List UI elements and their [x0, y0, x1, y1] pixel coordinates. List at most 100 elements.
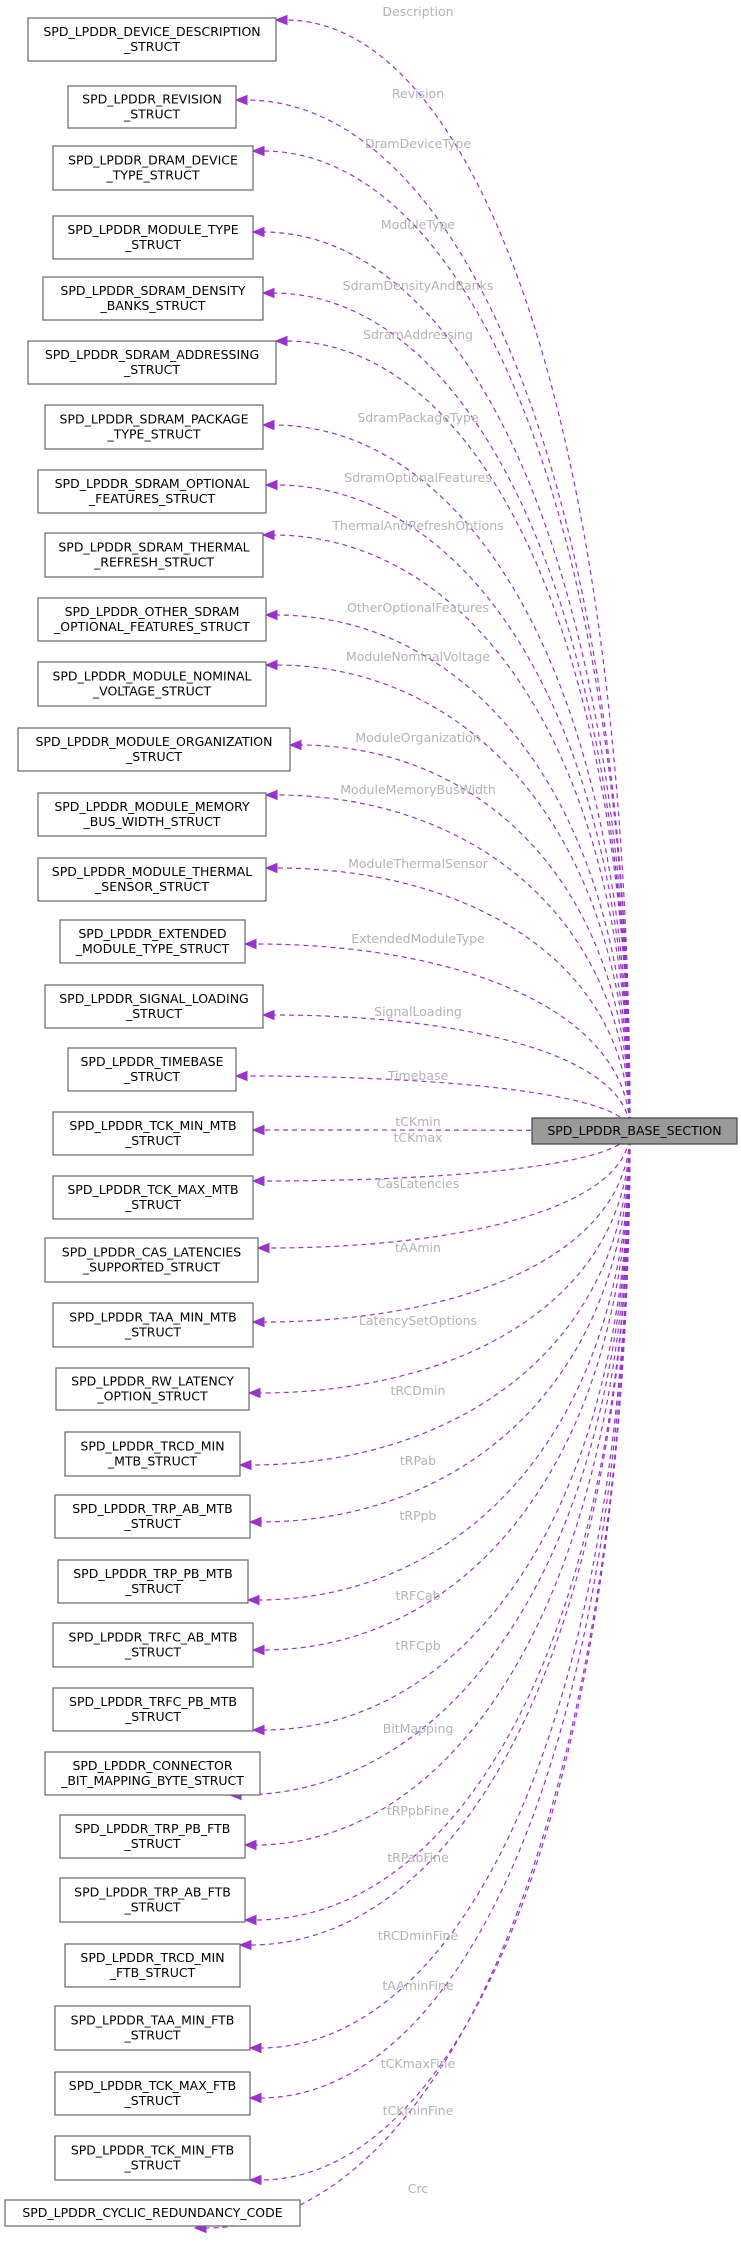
struct-node[interactable]: SPD_LPDDR_OTHER_SDRAM_OPTIONAL_FEATURES_…	[37, 597, 267, 642]
struct-node[interactable]: SPD_LPDDR_TAA_MIN_MTB_STRUCT	[52, 1302, 254, 1348]
node-label: SPD_LPDDR_TRP_AB_MTB	[72, 1501, 233, 1516]
node-label: SPD_LPDDR_TRFC_AB_MTB	[69, 1630, 238, 1645]
struct-node[interactable]: SPD_LPDDR_TRCD_MIN_FTB_STRUCT	[64, 1943, 241, 1988]
node-label: _SUPPORTED_STRUCT	[82, 1260, 221, 1275]
struct-node[interactable]: SPD_LPDDR_TIMEBASE_STRUCT	[67, 1047, 237, 1092]
struct-node[interactable]: SPD_LPDDR_MODULE_THERMAL_SENSOR_STRUCT	[37, 857, 267, 902]
node-label: _STRUCT	[124, 1709, 181, 1724]
node-label: _FTB_STRUCT	[109, 1965, 196, 1980]
node-label: SPD_LPDDR_CONNECTOR	[72, 1758, 232, 1773]
node-label: _STRUCT	[125, 1006, 182, 1021]
node-label: _STRUCT	[123, 2158, 180, 2173]
struct-node[interactable]: SPD_LPDDR_TCK_MIN_FTB_STRUCT	[54, 2135, 251, 2181]
struct-node[interactable]: SPD_LPDDR_MODULE_MEMORY_BUS_WIDTH_STRUCT	[37, 792, 267, 837]
edge-line	[275, 484, 631, 1132]
arrow-head	[264, 862, 278, 874]
edge-label: ModuleMemoryBusWidth	[340, 782, 496, 797]
struct-node[interactable]: SPD_LPDDR_REVISION_STRUCT	[67, 85, 237, 129]
struct-node[interactable]: SPD_LPDDR_SDRAM_PACKAGE_TYPE_STRUCT	[44, 404, 264, 450]
edge-line	[259, 1130, 631, 2181]
node-label: SPD_LPDDR_TCK_MIN_FTB	[71, 2143, 234, 2158]
struct-node[interactable]: SPD_LPDDR_EXTENDED_MODULE_TYPE_STRUCT	[59, 919, 246, 964]
struct-node[interactable]: SPD_LPDDR_TRP_AB_MTB_STRUCT	[54, 1494, 251, 1539]
node-box	[37, 857, 267, 902]
node-label: SPD_LPDDR_TCK_MAX_FTB	[69, 2078, 236, 2093]
edge-label: tRFCpb	[395, 1638, 440, 1653]
struct-node[interactable]: SPD_LPDDR_TCK_MIN_MTB_STRUCT	[52, 1111, 254, 1156]
node-box	[42, 276, 264, 321]
edge-label: tCKmaxFine	[381, 2056, 456, 2071]
arrow-head	[248, 2042, 262, 2054]
edge-line	[262, 1130, 631, 1731]
node-label: _OPTION_STRUCT	[96, 1389, 208, 1404]
arrow-head	[246, 1594, 260, 1606]
struct-node[interactable]: SPD_LPDDR_SDRAM_DENSITY_BANKS_STRUCT	[42, 276, 264, 321]
struct-node[interactable]: SPD_LPDDR_TRFC_AB_MTB_STRUCT	[52, 1622, 254, 1668]
node-label: _STRUCT	[124, 1133, 181, 1148]
node-box	[59, 1877, 246, 1923]
edge-label: tRPab	[400, 1453, 436, 1468]
arrow-head	[264, 789, 278, 801]
edge-label: ThermalAndRefreshOptions	[331, 518, 503, 533]
struct-node[interactable]: SPD_LPDDR_TRP_PB_FTB_STRUCT	[59, 1814, 246, 1859]
edge-line	[249, 1130, 631, 1946]
edge-line	[262, 1130, 631, 1182]
arrow-head	[243, 1839, 257, 1851]
edge-line	[254, 1130, 631, 1846]
node-label: SPD_LPDDR_TRCD_MIN	[80, 1439, 224, 1454]
struct-node[interactable]: SPD_LPDDR_TAA_MIN_FTB_STRUCT	[54, 2005, 251, 2051]
node-label: SPD_LPDDR_TCK_MIN_MTB	[69, 1118, 236, 1133]
struct-node[interactable]: SPD_LPDDR_RW_LATENCY_OPTION_STRUCT	[55, 1367, 250, 1411]
edge-label: tCKmin	[395, 1114, 440, 1129]
node-box	[57, 1559, 249, 1604]
struct-node[interactable]: SPD_LPDDR_MODULE_NOMINAL_VOLTAGE_STRUCT	[37, 661, 267, 707]
struct-node[interactable]: SPD_LPDDR_TRCD_MIN_MTB_STRUCT	[64, 1431, 241, 1477]
struct-node[interactable]: SPD_LPDDR_TRFC_PB_MTB_STRUCT	[52, 1687, 254, 1732]
node-box	[44, 1751, 261, 1796]
edge-label: SdramAddressing	[363, 327, 473, 342]
arrow-head	[251, 145, 265, 157]
node-label: SPD_LPDDR_TRP_AB_FTB	[74, 1885, 231, 1900]
node-label: _TYPE_STRUCT	[107, 427, 201, 442]
node-box	[27, 340, 277, 385]
struct-node[interactable]: SPD_LPDDR_DRAM_DEVICE_TYPE_STRUCT	[52, 145, 254, 191]
node-label: _VOLTAGE_STRUCT	[92, 684, 212, 699]
edge-line	[272, 1014, 631, 1132]
node-box	[37, 792, 267, 837]
node-label: _STRUCT	[123, 39, 180, 54]
struct-node[interactable]: SPD_LPDDR_MODULE_TYPE_STRUCT	[52, 215, 254, 260]
struct-node[interactable]: SPD_LPDDR_TCK_MAX_FTB_STRUCT	[54, 2071, 251, 2116]
arrow-head	[248, 1516, 262, 1528]
arrow-head	[264, 479, 278, 491]
struct-node[interactable]: SPD_LPDDR_TCK_MAX_MTB_STRUCT	[52, 1175, 254, 1220]
arrow-head	[234, 1070, 248, 1082]
struct-node[interactable]: SPD_LPDDR_CYCLIC_REDUNDANCY_CODE	[4, 2199, 301, 2227]
struct-node[interactable]: SPD_LPDDR_SDRAM_THERMAL_REFRESH_STRUCT	[44, 532, 264, 578]
node-label: _STRUCT	[123, 1516, 180, 1531]
edge-label: ModuleNominalVoltage	[346, 649, 490, 664]
edge-line	[275, 867, 631, 1132]
struct-node[interactable]: SPD_LPDDR_TRP_AB_FTB_STRUCT	[59, 1877, 246, 1923]
edge-label: tCKminFine	[383, 2103, 454, 2118]
edge-line	[245, 1075, 631, 1132]
struct-node[interactable]: SPD_LPDDR_MODULE_ORGANIZATION_STRUCT	[17, 727, 291, 772]
node-label: SPD_LPDDR_MODULE_NOMINAL	[52, 669, 251, 684]
struct-node[interactable]: SPD_LPDDR_CONNECTOR_BIT_MAPPING_BYTE_STR…	[44, 1751, 261, 1796]
edge-label: Timebase	[387, 1068, 449, 1083]
node-label: SPD_LPDDR_DRAM_DEVICE	[68, 153, 238, 168]
arrow-head	[264, 659, 278, 671]
struct-node[interactable]: SPD_LPDDR_TRP_PB_MTB_STRUCT	[57, 1559, 249, 1604]
arrow-head	[274, 14, 288, 26]
node-label: _OPTIONAL_FEATURES_STRUCT	[53, 619, 250, 634]
struct-node[interactable]: SPD_LPDDR_DEVICE_DESCRIPTION_STRUCT	[27, 17, 277, 62]
struct-node[interactable]: SPD_LPDDR_CAS_LATENCIES_SUPPORTED_STRUCT	[44, 1237, 259, 1283]
edge-label: ModuleType	[381, 217, 455, 232]
struct-node[interactable]: SPD_LPDDR_SIGNAL_LOADING_STRUCT	[44, 984, 264, 1029]
struct-node[interactable]: SPD_LPDDR_SDRAM_OPTIONAL_FEATURES_STRUCT	[37, 469, 267, 514]
arrow-head	[248, 2092, 262, 2104]
node-label: _REFRESH_STRUCT	[93, 555, 214, 570]
root-node[interactable]: SPD_LPDDR_BASE_SECTION	[531, 1117, 738, 1145]
arrow-head	[261, 1009, 275, 1021]
edge-line	[262, 1130, 631, 1651]
struct-node[interactable]: SPD_LPDDR_SDRAM_ADDRESSING_STRUCT	[27, 340, 277, 385]
